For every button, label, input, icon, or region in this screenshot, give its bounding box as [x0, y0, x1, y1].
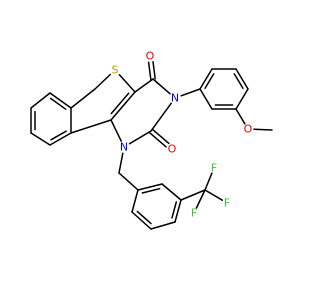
bond-N3-a1 — [180, 88, 201, 97]
bond-b6-c7a — [70, 88, 96, 109]
bond-layer — [30, 60, 273, 230]
bond-b6-b1-outer — [49, 92, 72, 109]
bond-r6-r1 — [131, 189, 139, 213]
molecule-structure: S O N O N O F F F — [30, 50, 273, 230]
bond-c2-O2-b — [151, 128, 170, 145]
bond-cf3-F2 — [204, 172, 213, 191]
bond-a4-a5 — [235, 88, 249, 110]
bond-b4-b5-outer — [49, 132, 72, 146]
bond-c3a-c4 — [134, 78, 154, 93]
bond-b3-b4 — [30, 132, 51, 146]
atom-label-o4: O — [146, 50, 155, 63]
bond-r1-r2-outer — [137, 183, 163, 191]
bond-N1-c3 — [110, 119, 122, 142]
bond-c4-O4-a — [152, 60, 156, 80]
atom-label-s: S — [112, 64, 119, 77]
bond-r2-r3 — [161, 183, 182, 201]
bond-a5-OMe — [235, 108, 246, 125]
bond-a3-a4-inner — [233, 73, 244, 90]
bond-cf3-F3 — [204, 189, 224, 201]
bond-a1-a2-inner — [204, 73, 215, 90]
atom-label-n3: N — [171, 92, 179, 105]
bond-r4-r5 — [150, 221, 176, 230]
atom-label-n1: N — [120, 141, 128, 154]
bond-b6-b1-inner — [49, 97, 67, 110]
bond-c3a-c3-inner — [110, 92, 130, 115]
bond-OMe-Me — [253, 128, 273, 131]
bond-cf3-F1 — [195, 189, 206, 209]
atom-label-f3: F — [224, 197, 230, 210]
bond-r3-cf3 — [180, 189, 206, 201]
bond-a6-a1 — [199, 88, 213, 110]
bond-r1-r2-inner — [141, 187, 161, 194]
bond-c2-N1 — [128, 130, 152, 145]
structure-canvas: S O N O N O F F F — [30, 49, 273, 230]
bond-c3a-c3-outer — [110, 91, 136, 121]
bond-a1-a2-outer — [199, 68, 213, 90]
bond-a3-a4-outer — [235, 68, 249, 90]
bond-N3-c2 — [150, 102, 172, 132]
bond-S-c3a — [118, 74, 136, 93]
atom-label-layer: S O N O N O F F F — [112, 50, 253, 220]
bond-c4-N3 — [152, 78, 171, 95]
bond-c4-O4-b — [147, 61, 152, 81]
bond-r5-r6-inner — [136, 210, 152, 225]
bond-b4-b5-inner — [50, 130, 67, 141]
bond-c7a-S — [94, 73, 112, 90]
bond-c3-b5 — [70, 119, 112, 134]
bond-b1-b2 — [30, 92, 51, 109]
atom-label-o2: O — [168, 143, 177, 156]
atom-label-f1: F — [191, 207, 197, 220]
bond-c2-O2-a — [148, 131, 167, 148]
bond-ch2-r1 — [118, 172, 139, 191]
atom-label-ome: O — [244, 123, 253, 136]
bond-r3-r4-inner — [171, 201, 178, 219]
atom-label-f2: F — [211, 162, 217, 175]
bond-r5-r6-outer — [131, 211, 152, 230]
bond-N1-ch2 — [118, 152, 124, 174]
bond-r3-r4-outer — [174, 199, 182, 223]
